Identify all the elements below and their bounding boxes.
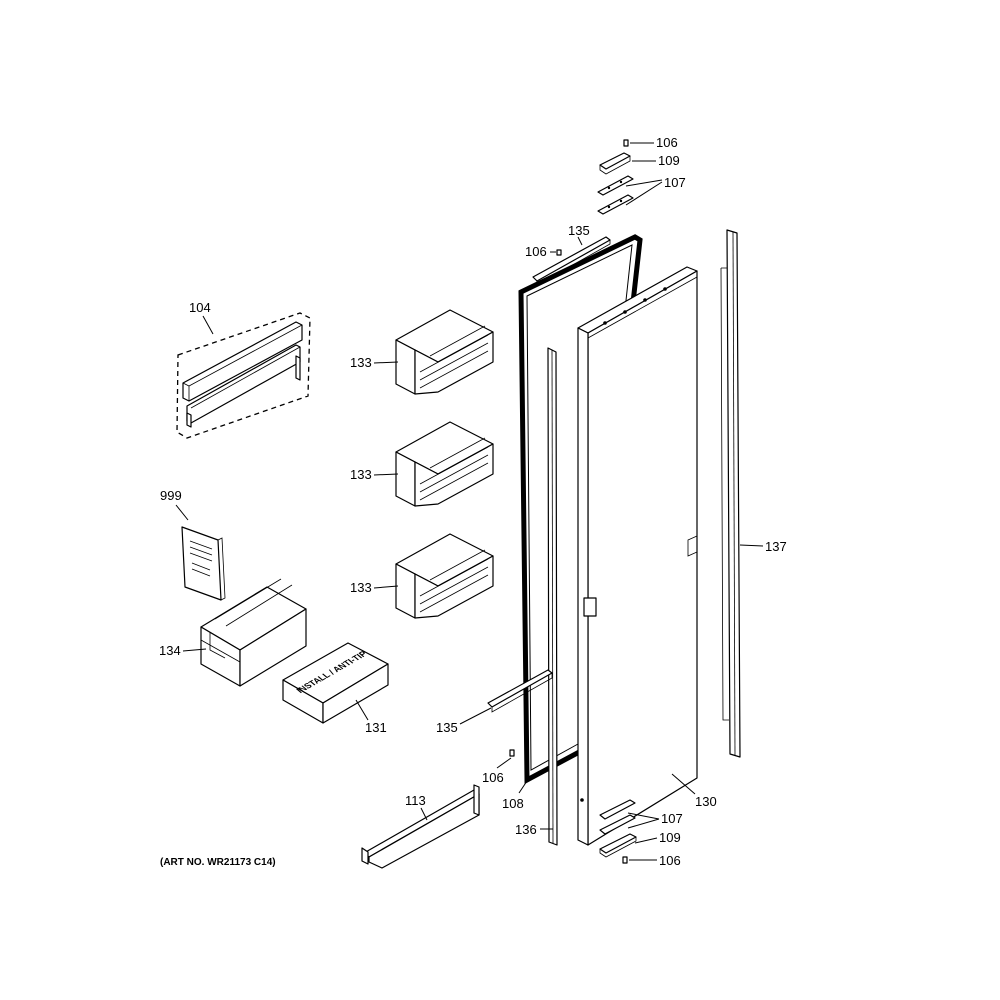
callout-133-a: 133 — [350, 355, 372, 370]
callout-106-mid: 106 — [525, 244, 547, 259]
hinge-hardware-top — [556, 139, 634, 256]
callout-131: 131 — [365, 720, 387, 735]
callout-109-bottom: 109 — [659, 830, 681, 845]
callout-113: 113 — [405, 793, 426, 808]
box-part-131: INSTALL / ANTI-TIP — [282, 642, 389, 724]
box-part-134 — [200, 578, 307, 687]
callout-104: 104 — [189, 300, 211, 315]
callout-133-b: 133 — [350, 467, 372, 482]
callout-134: 134 — [159, 643, 181, 658]
callout-130: 130 — [695, 794, 717, 809]
bin-part-133-top — [395, 309, 494, 395]
callout-109-top: 109 — [658, 153, 680, 168]
callout-107-top: 107 — [664, 175, 686, 190]
art-number: (ART NO. WR21173 C14) — [160, 857, 276, 868]
hinge-hardware-bottom — [509, 749, 637, 864]
leader-lines — [175, 142, 764, 861]
trim-kit-part-104 — [176, 312, 311, 439]
bracket-part-135-top — [532, 236, 611, 286]
callout-108: 108 — [502, 796, 524, 811]
callout-133-c: 133 — [350, 580, 372, 595]
callout-106-top: 106 — [656, 135, 678, 150]
callout-106-lowest: 106 — [659, 853, 681, 868]
bin-part-133-middle — [395, 421, 494, 507]
callout-999: 999 — [160, 488, 182, 503]
callout-107-bottom: 107 — [661, 811, 683, 826]
callout-137: 137 — [765, 539, 787, 554]
callout-135-bottom: 135 — [436, 720, 458, 735]
callout-135-top: 135 — [568, 223, 590, 238]
bin-part-133-bottom — [395, 533, 494, 619]
callout-106-bottom: 106 — [482, 770, 504, 785]
door-panel-part-130 — [577, 266, 698, 846]
callout-136: 136 — [515, 822, 537, 837]
rail-part-113 — [361, 784, 480, 869]
literature-part-999 — [181, 526, 226, 601]
callout-labels: 106 109 107 135 106 104 133 133 133 999 … — [159, 135, 787, 868]
side-trim-part-137 — [720, 229, 741, 758]
handle-strip-part-136 — [547, 347, 558, 846]
bracket-part-135-bottom — [487, 669, 553, 713]
